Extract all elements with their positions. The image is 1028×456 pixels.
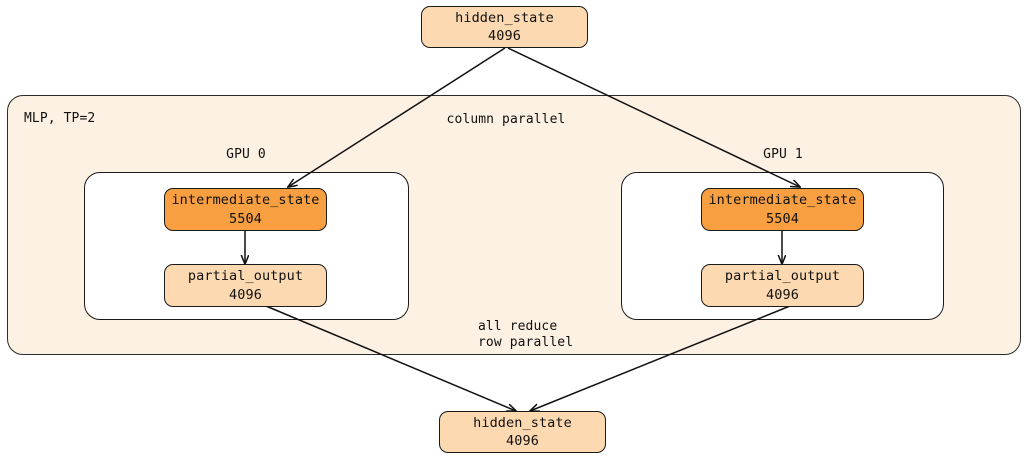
node-gpu1-intermediate-state[interactable]: intermediate_state 5504 [701, 188, 864, 231]
node-output-hidden-state-value: 4096 [506, 433, 539, 449]
node-gpu0-partial-output-title: partial_output [187, 268, 304, 285]
node-gpu1-partial-output-value: 4096 [766, 286, 799, 303]
label-row-parallel: row parallel [478, 335, 574, 350]
node-input-hidden-state[interactable]: hidden_state 4096 [421, 6, 588, 48]
node-input-hidden-state-title: hidden_state [455, 9, 554, 26]
node-gpu0-intermediate-state-title: intermediate_state [171, 192, 320, 209]
group-title-label: MLP, TP=2 [24, 111, 96, 126]
label-gpu-0: GPU 0 [226, 147, 266, 162]
node-input-hidden-state-value: 4096 [488, 28, 521, 44]
node-output-hidden-state[interactable]: hidden_state 4096 [439, 411, 606, 453]
node-gpu1-partial-output-title: partial_output [724, 268, 841, 285]
node-gpu1-partial-output[interactable]: partial_output 4096 [701, 264, 864, 307]
node-gpu1-intermediate-state-title: intermediate_state [708, 192, 857, 209]
node-gpu0-partial-output-value: 4096 [229, 286, 262, 303]
node-gpu1-intermediate-state-value: 5504 [766, 210, 799, 227]
node-gpu0-intermediate-state[interactable]: intermediate_state 5504 [164, 188, 327, 231]
node-gpu0-intermediate-state-value: 5504 [229, 210, 262, 227]
label-gpu-1: GPU 1 [763, 147, 803, 162]
node-gpu0-partial-output[interactable]: partial_output 4096 [164, 264, 327, 307]
node-output-hidden-state-title: hidden_state [473, 414, 572, 431]
label-column-parallel: column parallel [446, 112, 566, 127]
